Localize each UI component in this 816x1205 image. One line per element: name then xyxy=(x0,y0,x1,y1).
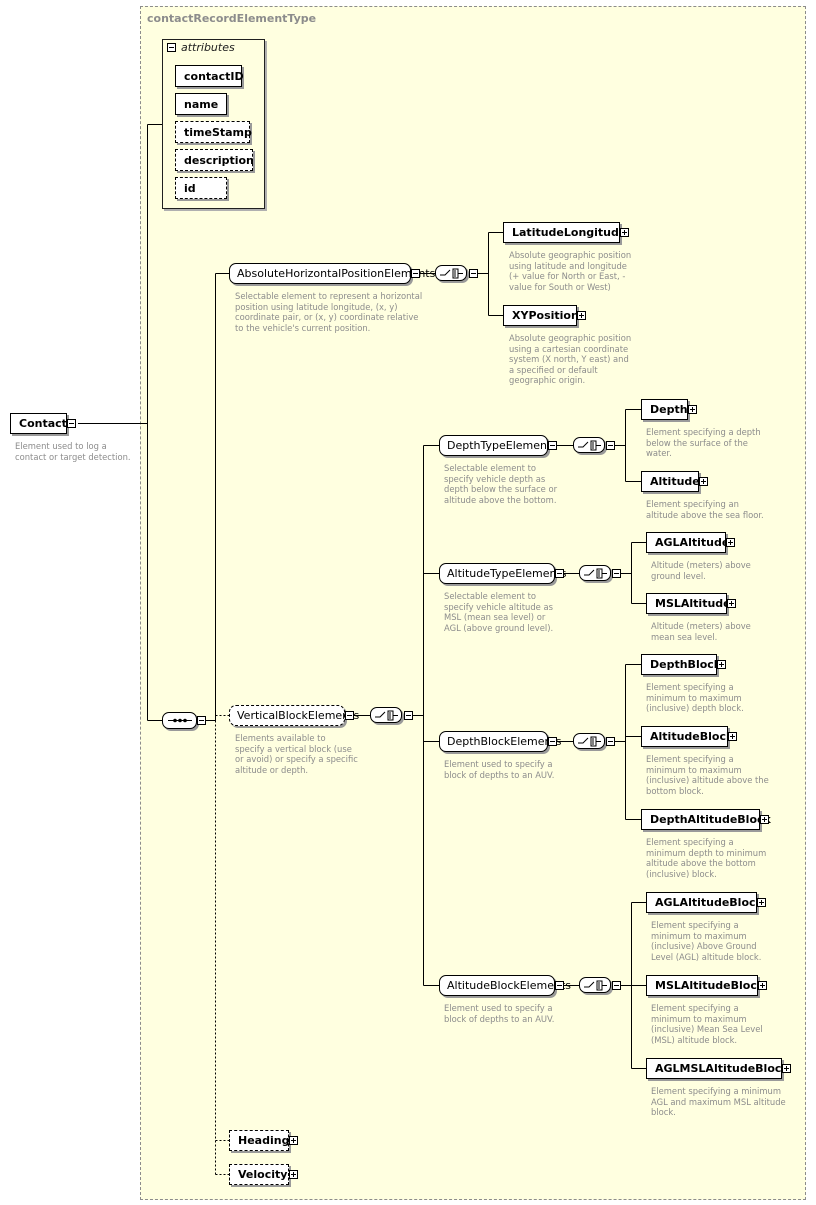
group-depth-block-elements[interactable]: DepthBlockElements xyxy=(439,731,562,752)
choice-compositor-dte[interactable] xyxy=(573,437,605,453)
choice-dbe-collapse-icon[interactable] xyxy=(606,737,615,746)
agl-msl-altitude-block-description: Element specifying a minimum AGL and max… xyxy=(651,1086,786,1117)
choice-compositor-vbe[interactable] xyxy=(370,707,402,723)
altitude-block-description: Element specifying a minimum to maximum … xyxy=(646,754,769,796)
agl-msl-altitude-block-expand-icon[interactable] xyxy=(782,1064,791,1073)
element-depth[interactable]: Depth xyxy=(641,399,688,420)
heading-expand-icon[interactable] xyxy=(289,1136,298,1145)
altitude-expand-icon[interactable] xyxy=(699,477,708,486)
root-element-contact[interactable]: Contact xyxy=(10,413,67,434)
depth-description: Element specifying a depth below the sur… xyxy=(646,427,761,458)
choice-dte-collapse-icon[interactable] xyxy=(606,441,615,450)
msl-altitude-description: Altitude (meters) above mean sea level. xyxy=(651,621,751,642)
element-xy-position[interactable]: XYPosition xyxy=(503,305,579,326)
vbe-collapse-icon[interactable] xyxy=(345,711,354,720)
contact-description: Element used to log a contact or target … xyxy=(15,441,131,462)
group-absolute-horizontal-position-elements[interactable]: AbsoluteHorizontalPositionElements xyxy=(229,263,435,284)
element-altitude[interactable]: Altitude xyxy=(641,471,700,492)
msl-altitude-block-expand-icon[interactable] xyxy=(758,981,767,990)
choice-ate-collapse-icon[interactable] xyxy=(612,569,621,578)
depth-block-expand-icon[interactable] xyxy=(717,660,726,669)
attribute-contactid[interactable]: contactID xyxy=(175,65,244,87)
dbe-description: Element used to specify a block of depth… xyxy=(444,759,555,780)
choice-compositor-icon xyxy=(584,568,607,579)
element-latitude-longitude[interactable]: LatitudeLongitude xyxy=(503,222,626,243)
depth-block-description: Element specifying a minimum to maximum … xyxy=(646,682,744,713)
choice-compositor-ahpe[interactable] xyxy=(435,265,467,281)
contact-collapse-icon[interactable] xyxy=(67,419,76,428)
element-depth-altitude-block[interactable]: DepthAltitudeBlock xyxy=(641,809,771,830)
choice-compositor-dbe[interactable] xyxy=(573,733,605,749)
altitude-description: Element specifying an altitude above the… xyxy=(646,499,764,520)
abe-description: Element used to specify a block of depth… xyxy=(444,1003,555,1024)
element-msl-altitude[interactable]: MSLAltitude xyxy=(646,593,731,614)
ahpe-description: Selectable element to represent a horizo… xyxy=(235,291,423,333)
agl-altitude-block-expand-icon[interactable] xyxy=(757,898,766,907)
element-agl-msl-altitude-block[interactable]: AGLMSLAltitudeBlock xyxy=(646,1058,789,1079)
latitude-longitude-description: Absolute geographic position using latit… xyxy=(509,250,632,292)
element-depth-block[interactable]: DepthBlock xyxy=(641,654,721,675)
xy-position-expand-icon[interactable] xyxy=(577,311,586,320)
depth-altitude-block-description: Element specifying a minimum depth to mi… xyxy=(646,837,767,879)
dte-collapse-icon[interactable] xyxy=(548,441,557,450)
ahpe-collapse-icon[interactable] xyxy=(411,269,420,278)
sequence-compositor[interactable] xyxy=(162,712,197,729)
depth-altitude-block-expand-icon[interactable] xyxy=(760,815,769,824)
choice-compositor-icon xyxy=(375,710,398,721)
agl-altitude-block-description: Element specifying a minimum to maximum … xyxy=(651,920,762,962)
agl-altitude-expand-icon[interactable] xyxy=(726,538,735,547)
element-agl-altitude[interactable]: AGLAltitude xyxy=(646,532,729,553)
ate-description: Selectable element to specify vehicle al… xyxy=(444,591,554,633)
group-altitude-type-elements[interactable]: AltitudeTypeElements xyxy=(439,563,567,584)
agl-altitude-description: Altitude (meters) above ground level. xyxy=(651,560,751,581)
choice-compositor-abe[interactable] xyxy=(579,977,611,993)
latitude-longitude-expand-icon[interactable] xyxy=(620,228,629,237)
attribute-name[interactable]: name xyxy=(175,93,227,115)
choice-abe-collapse-icon[interactable] xyxy=(612,981,621,990)
element-velocity[interactable]: Velocity xyxy=(229,1164,289,1185)
attribute-id[interactable]: id xyxy=(175,177,227,199)
choice-compositor-icon xyxy=(584,980,607,991)
choice-compositor-icon xyxy=(578,736,601,747)
element-heading[interactable]: Heading xyxy=(229,1130,289,1151)
attribute-timestamp[interactable]: timeStamp xyxy=(175,121,252,143)
altitude-block-expand-icon[interactable] xyxy=(728,732,737,741)
dte-description: Selectable element to specify vehicle de… xyxy=(444,463,558,505)
msl-altitude-expand-icon[interactable] xyxy=(727,599,736,608)
choice-compositor-icon xyxy=(578,440,601,451)
sequence-compositor-icon xyxy=(168,718,192,723)
group-depth-type-elements[interactable]: DepthTypeElements xyxy=(439,435,557,456)
element-agl-altitude-block[interactable]: AGLAltitudeBlock xyxy=(646,892,763,913)
attributes-collapse-icon[interactable] xyxy=(167,43,176,52)
ate-collapse-icon[interactable] xyxy=(555,569,564,578)
element-altitude-block[interactable]: AltitudeBlock xyxy=(641,726,733,747)
element-msl-altitude-block[interactable]: MSLAltitudeBlock xyxy=(646,975,764,996)
type-title: contactRecordElementType xyxy=(147,12,317,25)
choice-ahpe-collapse-icon[interactable] xyxy=(469,269,478,278)
depth-expand-icon[interactable] xyxy=(688,405,697,414)
xy-position-description: Absolute geographic position using a car… xyxy=(509,333,632,385)
attributes-header: attributes xyxy=(181,41,235,54)
attribute-description[interactable]: description xyxy=(175,149,254,171)
choice-compositor-ate[interactable] xyxy=(579,565,611,581)
sequence-collapse-icon[interactable] xyxy=(197,716,206,725)
abe-collapse-icon[interactable] xyxy=(555,981,564,990)
msl-altitude-block-description: Element specifying a minimum to maximum … xyxy=(651,1003,763,1045)
choice-compositor-icon xyxy=(440,268,463,279)
choice-vbe-collapse-icon[interactable] xyxy=(404,711,413,720)
group-altitude-block-elements[interactable]: AltitudeBlockElements xyxy=(439,975,571,996)
vbe-description: Elements available to specify a vertical… xyxy=(235,733,358,775)
group-vertical-block-elements[interactable]: VerticalBlockElements xyxy=(229,705,359,726)
velocity-expand-icon[interactable] xyxy=(289,1170,298,1179)
dbe-collapse-icon[interactable] xyxy=(548,737,557,746)
